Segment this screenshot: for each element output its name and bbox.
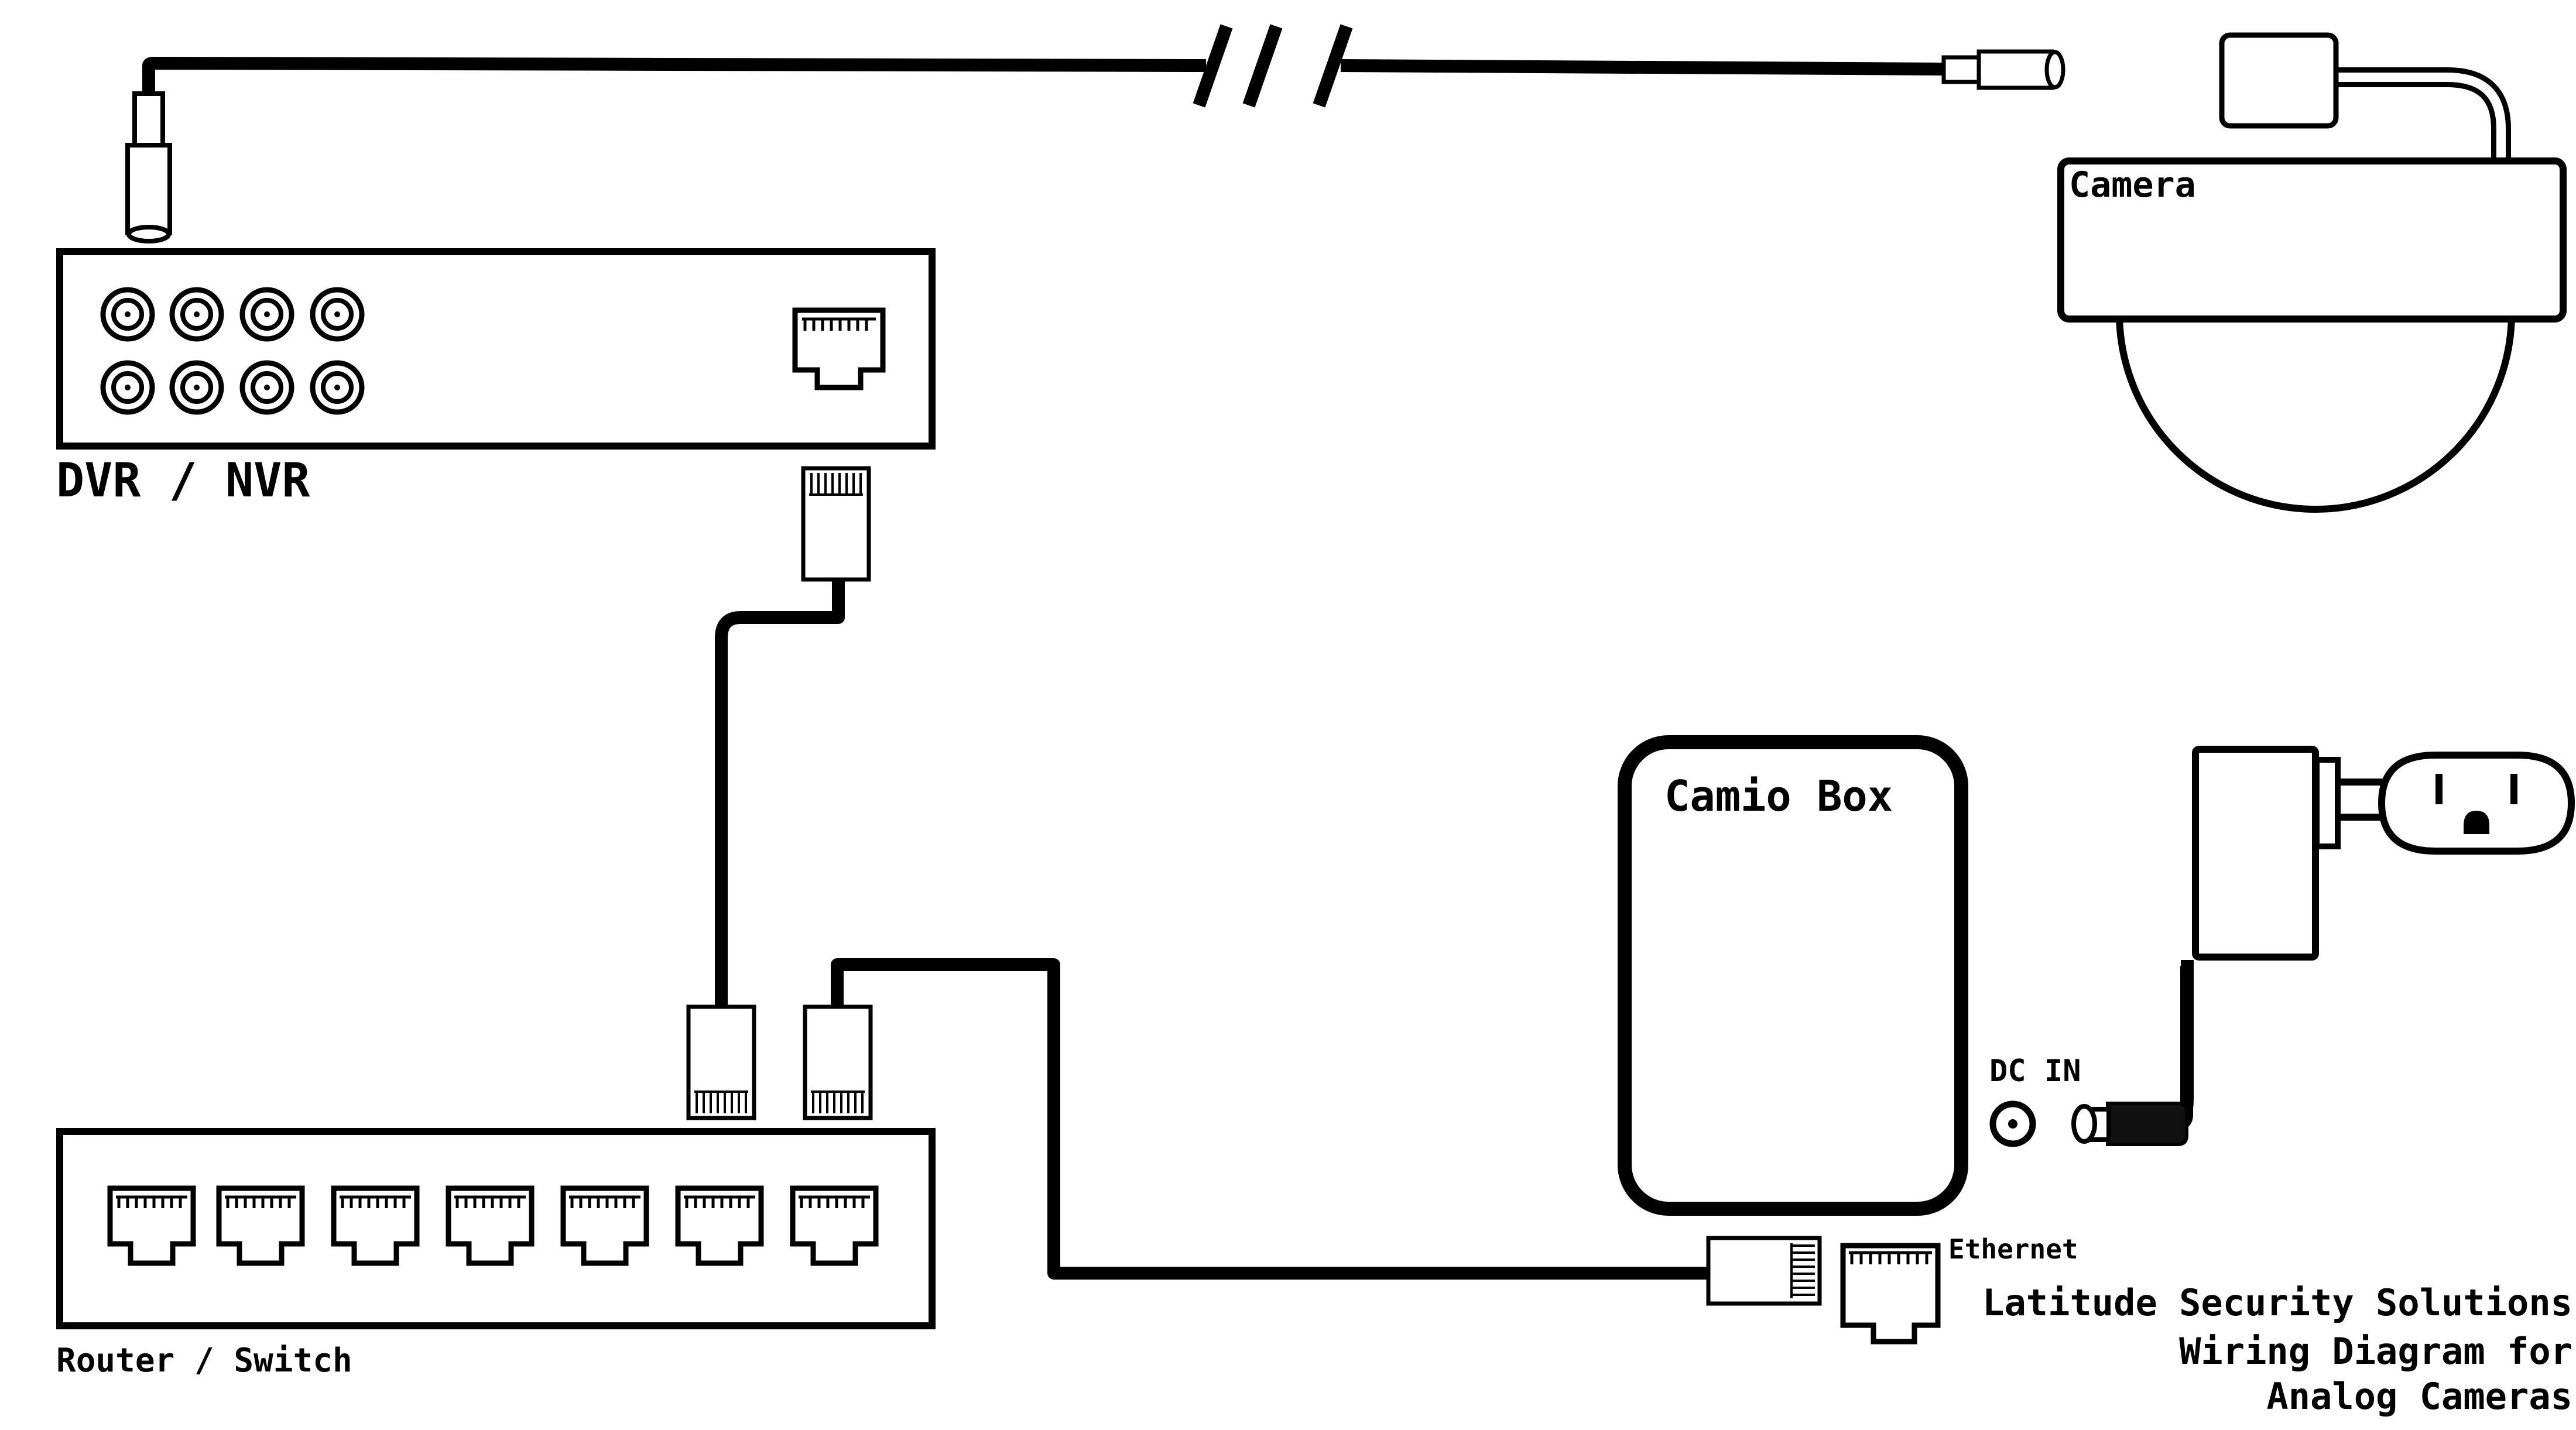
- rj45-plug-icon: [686, 1004, 756, 1120]
- camera-housing: [2057, 157, 2567, 323]
- camio-box-label: Camio Box: [1664, 771, 1893, 821]
- router-switch-device: Router / Switch: [56, 1128, 936, 1380]
- rj45-plug-icon: [1706, 1236, 1822, 1306]
- rj45-plug-icon: [803, 1004, 873, 1120]
- rj45-port-icon: [107, 1185, 879, 1266]
- dc-in-label: DC IN: [1989, 1054, 2081, 1089]
- coax-cable: [125, 24, 2065, 244]
- rj45-plug-icon: [801, 466, 871, 582]
- dc-jack-icon: [1989, 1100, 2036, 1147]
- dome-camera-icon: Camera: [2057, 32, 2567, 513]
- wall-outlet-icon: [2378, 752, 2575, 855]
- power-adapter-icon: [2143, 746, 2386, 1133]
- ethernet-label: Ethernet: [1948, 1233, 2078, 1265]
- title-line-2: Wiring Diagram for: [2179, 1330, 2572, 1373]
- diagram-title: Latitude Security Solutions Wiring Diagr…: [1982, 1281, 2572, 1418]
- cable-break-mark: [1242, 24, 1283, 108]
- coax-connector-icon: [125, 91, 172, 244]
- bnc-connector-icon: [100, 287, 365, 415]
- camera-label: Camera: [2069, 164, 2196, 205]
- camera-junction-box: [2219, 32, 2339, 129]
- dvr-label: DVR / NVR: [56, 453, 310, 507]
- title-line-1: Latitude Security Solutions: [1982, 1281, 2572, 1324]
- ethernet-cable-dvr: [686, 466, 871, 1120]
- rj45-port-icon: [792, 307, 886, 390]
- camio-box-device: Camio Box Ethernet DC IN: [1618, 735, 2081, 1345]
- cable-break-mark: [1313, 24, 1353, 108]
- coax-connector-icon: [1941, 49, 2065, 90]
- title-line-3: Analog Cameras: [2266, 1375, 2572, 1418]
- ethernet-cable-camio: [803, 958, 1822, 1306]
- cable-break-mark: [1193, 24, 1233, 108]
- router-label: Router / Switch: [56, 1342, 352, 1380]
- rj45-port-icon: [1840, 1243, 1941, 1345]
- dc-plug-icon: [2071, 1102, 2188, 1146]
- dvr-nvr-device: DVR / NVR: [56, 248, 936, 507]
